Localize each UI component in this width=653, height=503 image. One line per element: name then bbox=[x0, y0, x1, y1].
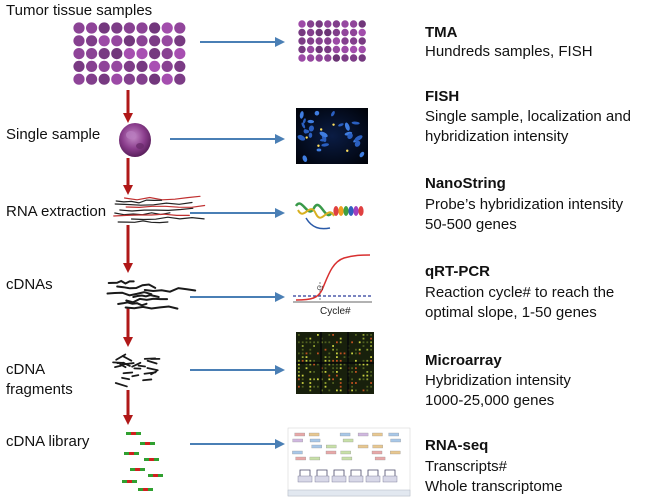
step-label-fragments: cDNA fragments bbox=[6, 361, 73, 398]
rna-strands-image bbox=[113, 195, 206, 224]
method-title-nanostring: NanoString bbox=[425, 175, 506, 192]
method-desc-nanostring: Probe’s hybridization intensity 50-500 g… bbox=[425, 196, 624, 233]
step-label-single: Single sample bbox=[6, 126, 101, 143]
nanostring-image bbox=[294, 202, 364, 230]
method-title-qrtpcr: qRT-PCR bbox=[425, 263, 490, 280]
method-desc-microarray: Hybridization intensity 1000-25,000 gene… bbox=[425, 372, 571, 409]
method-desc-rnaseq: Transcripts# Whole transcriptome bbox=[425, 458, 563, 495]
cdna-strands-image bbox=[106, 279, 197, 310]
method-desc-fish: Single sample, localization and hybridiz… bbox=[425, 108, 631, 145]
method-title-tma: TMA bbox=[425, 24, 458, 41]
step-label-cdna: cDNAs bbox=[6, 276, 53, 293]
cdna-fragments-image bbox=[112, 353, 161, 388]
rnaseq-image bbox=[287, 427, 411, 497]
right-arrows bbox=[170, 37, 285, 449]
method-title-rnaseq: RNA-seq bbox=[425, 437, 489, 454]
method-title-fish: FISH bbox=[425, 88, 460, 105]
tissue-samples-image bbox=[73, 22, 186, 85]
method-title-microarray: Microarray bbox=[425, 352, 502, 369]
single-sample-image bbox=[119, 123, 151, 157]
qpcr-marker-label: Ct bbox=[317, 286, 323, 292]
qpcr-xlabel: Cycle# bbox=[320, 306, 351, 317]
step-label-library: cDNA library bbox=[6, 433, 90, 450]
cdna-library-image bbox=[122, 432, 163, 491]
method-desc-qrtpcr: Reaction cycle# to reach the optimal slo… bbox=[425, 284, 615, 321]
step-label-tissue: Tumor tissue samples bbox=[6, 2, 153, 19]
microarray-image bbox=[296, 332, 374, 394]
fish-image bbox=[296, 108, 368, 164]
qpcr-plot: Ct Cycle# bbox=[293, 254, 372, 317]
step-label-rna: RNA extraction bbox=[6, 203, 107, 220]
method-desc-tma: Hundreds samples, FISH bbox=[425, 43, 593, 60]
tma-image bbox=[298, 20, 366, 62]
